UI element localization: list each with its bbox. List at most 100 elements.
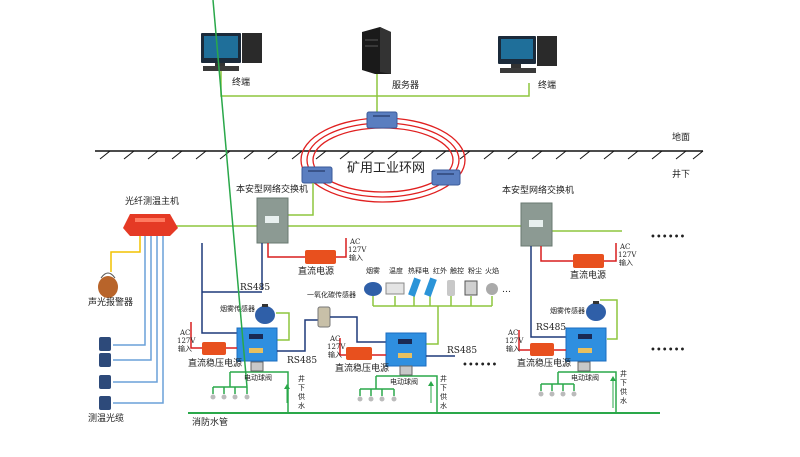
controller-left-display <box>249 334 263 339</box>
ac-input: 输入 <box>506 344 520 353</box>
psu-right-label: 直流稳压电源 <box>517 357 571 369</box>
supply-char: 水 <box>440 401 447 410</box>
valve-left-label: 电动球阀 <box>244 373 272 382</box>
switch-left-label: 本安型网络交换机 <box>236 183 308 195</box>
smoke-sensor-left-line <box>276 312 290 341</box>
sensor-label: 红外 <box>433 266 447 275</box>
dc-power-left <box>305 250 336 264</box>
psu-mid-lines <box>339 338 386 356</box>
sensor-label: 粉尘 <box>468 266 482 275</box>
alarm-label: 声光报警器 <box>88 296 133 308</box>
psu-mid <box>346 347 372 360</box>
server <box>362 27 391 74</box>
alarm-device <box>98 272 118 298</box>
smoke-sensor-right <box>586 301 606 321</box>
dc-power-right <box>573 254 604 268</box>
sensor-label: 火焰 <box>485 266 499 275</box>
ring-switch-right <box>431 169 461 186</box>
supply-char: 下 <box>620 379 627 387</box>
valve-right-label: 电动球阀 <box>571 373 599 382</box>
more-ellipsis-mid: •••••• <box>462 360 497 371</box>
smoke-sensor-left <box>255 304 275 324</box>
server-label: 服务器 <box>392 79 419 91</box>
co-sensor-line <box>330 316 386 343</box>
psu-left <box>202 342 226 355</box>
smoke-sensor-left-label: 烟雾传感器 <box>220 304 255 313</box>
ac-label: AC <box>619 243 630 251</box>
dc-power-right-label: 直流电源 <box>570 269 606 281</box>
temperature-sensor-icon <box>385 282 405 295</box>
ac-label: AC <box>507 329 518 337</box>
sprinklers-left <box>210 394 250 400</box>
sensor-label: 热释电 <box>408 266 429 275</box>
controller-right <box>565 327 607 362</box>
ac-voltage: 127V <box>348 246 367 254</box>
ac-voltage: 127V <box>327 343 346 351</box>
ac-label: AC <box>349 238 360 246</box>
ac-input: 输入 <box>178 344 192 353</box>
sensor-label: 触控 <box>450 266 464 275</box>
switch-left <box>256 197 289 244</box>
supply-char: 井 <box>620 369 627 378</box>
sensor-more: … <box>502 285 511 295</box>
ac-label: AC <box>329 335 340 343</box>
ring-switch-left <box>301 166 333 184</box>
sprinklers-right <box>538 391 577 397</box>
dc-power-right-lines <box>540 243 617 262</box>
supply-char: 水 <box>620 396 627 405</box>
sensor-icons <box>364 277 498 297</box>
fire-pipe-label: 消防水管 <box>192 416 228 428</box>
sprinkler-lines-left <box>212 386 248 394</box>
fiber-cables <box>113 236 164 404</box>
supply-char: 供 <box>298 392 305 401</box>
supply-label-right: 井 下 供 水 <box>620 369 627 405</box>
rs485-label-right: RS485 <box>536 323 566 333</box>
valve-mid <box>399 365 413 376</box>
underground-network-lines <box>173 183 622 232</box>
rs485-line-mid <box>277 319 318 352</box>
ac-voltage: 127V <box>618 251 637 259</box>
valve-mid-label: 电动球阀 <box>390 377 418 386</box>
fiber-sensor-heads <box>99 337 111 410</box>
rs485-line-right <box>530 246 566 338</box>
rs485-line-left <box>201 243 237 334</box>
supply-label-left: 井 下 供 水 <box>298 374 305 410</box>
surface-network-lines <box>220 66 530 112</box>
sprinklers-mid <box>357 396 397 402</box>
supply-char: 井 <box>440 374 447 383</box>
ac-voltage: 127V <box>505 337 524 345</box>
supply-arrow-left-head <box>284 384 290 389</box>
ground-label: 地面 <box>672 131 690 143</box>
controller-mid-display <box>398 339 412 344</box>
psu-left-lines <box>190 322 237 349</box>
water-lines-right <box>540 371 617 413</box>
ac-voltage: 127V <box>177 337 196 345</box>
infrared-sensor-icon <box>424 277 437 297</box>
controller-left-panel <box>249 348 263 353</box>
ground-line <box>95 150 704 160</box>
terminal-right <box>498 36 557 73</box>
psu-right-lines <box>518 330 566 351</box>
terminal-left-label: 终端 <box>232 76 250 88</box>
switch-right <box>520 202 553 247</box>
dc-power-left-lines <box>267 238 347 258</box>
ring-network <box>300 117 466 203</box>
fiber-host-label: 光纤测温主机 <box>125 195 179 207</box>
rs485-label-left: RS485 <box>240 283 270 293</box>
supply-char: 下 <box>298 384 305 392</box>
psu-right <box>530 343 554 356</box>
supply-arrow-mid-head <box>428 381 434 386</box>
supply-char: 供 <box>620 387 627 396</box>
sensor-labels: 烟雾 温度 热释电 红外 触控 粉尘 火焰 … <box>366 266 511 295</box>
controller-mid <box>385 332 427 367</box>
water-lines-left <box>212 0 289 413</box>
dc-power-left-label: 直流电源 <box>298 265 334 277</box>
flame-sensor-icon <box>486 283 498 295</box>
ac-input: 输入 <box>328 350 342 359</box>
sensor-label: 温度 <box>389 266 403 275</box>
smoke-sensor-right-line <box>600 299 618 340</box>
supply-char: 下 <box>440 384 447 392</box>
fiber-host <box>123 214 178 236</box>
more-ellipsis-top: •••••• <box>650 232 685 243</box>
